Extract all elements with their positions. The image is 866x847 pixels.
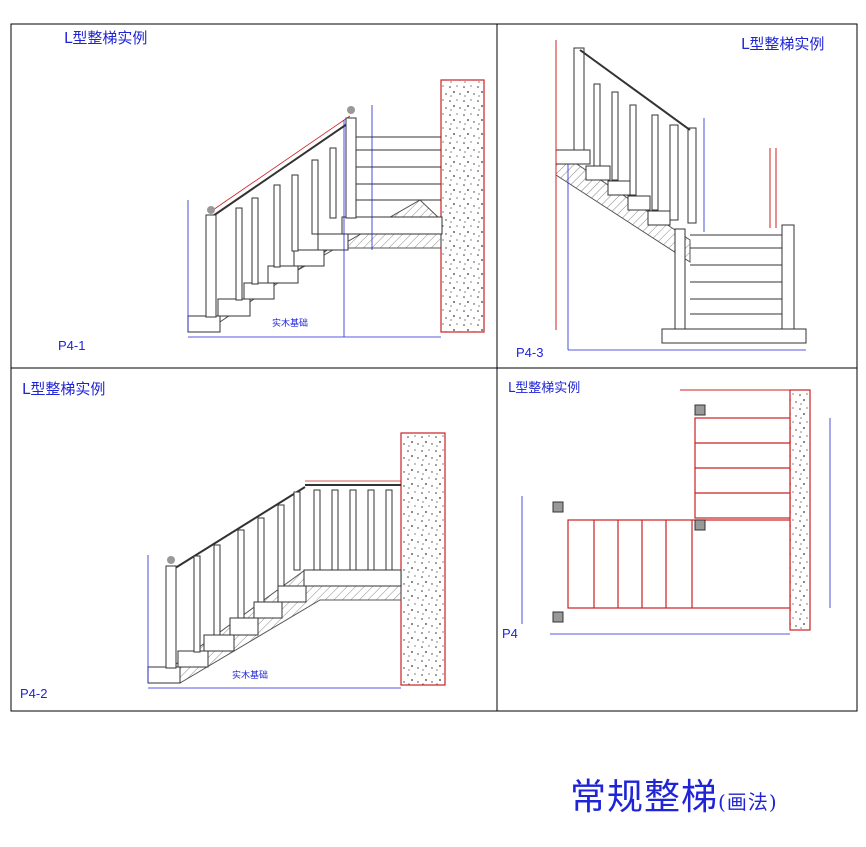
wall [789, 389, 811, 631]
panel-heading: L型整梯实例 [64, 29, 147, 47]
panel-label: P4 [502, 626, 518, 641]
steps [147, 569, 402, 684]
panel-p4-3: L型整梯实例 P4-3 [516, 35, 824, 360]
balusters [165, 489, 393, 669]
landing-rails [356, 136, 441, 201]
panel-p4: L型整梯实例 P4 [502, 381, 831, 641]
title-main-text: 常规整梯 [570, 777, 719, 818]
balusters [205, 117, 357, 318]
steps [187, 216, 443, 333]
upper-flight-plan [694, 417, 791, 519]
handrail [209, 121, 351, 219]
panel-heading: L型整梯实例 [508, 381, 580, 396]
panel-p4-1: L型整梯实例 P4-1 [58, 29, 485, 353]
balusters-upper [573, 47, 697, 224]
steps-lower [661, 224, 807, 344]
newel-posts [552, 404, 706, 623]
title-sub-text: (画法) [718, 790, 778, 814]
foundation-note: 实木基础 [272, 317, 308, 329]
dimension-lines [147, 555, 401, 689]
panel-heading: L型整梯实例 [741, 35, 824, 53]
dimension-lines [187, 105, 441, 338]
foundation-note: 实木基础 [232, 669, 268, 681]
wall [440, 79, 485, 333]
wall [400, 432, 446, 686]
panel-grid [10, 23, 858, 712]
dimension-lines [521, 418, 831, 635]
dimension-lines [567, 118, 806, 351]
handrail-upper [579, 49, 691, 131]
drawing-title: 常规整梯(画法) [570, 768, 778, 820]
newel-knob [167, 556, 175, 564]
landing-rails-lower [690, 234, 782, 315]
handrail-guide [209, 115, 351, 213]
panel-label: P4-3 [516, 345, 543, 360]
panel-label: P4-1 [58, 338, 85, 353]
panel-heading: L型整梯实例 [22, 380, 105, 398]
panel-label: P4-2 [20, 686, 47, 701]
baluster-knobs [207, 106, 355, 214]
lower-flight-plan [567, 519, 791, 609]
guide-lines [555, 40, 777, 330]
panel-p4-2: L型整梯实例 P4-2 [20, 380, 446, 701]
